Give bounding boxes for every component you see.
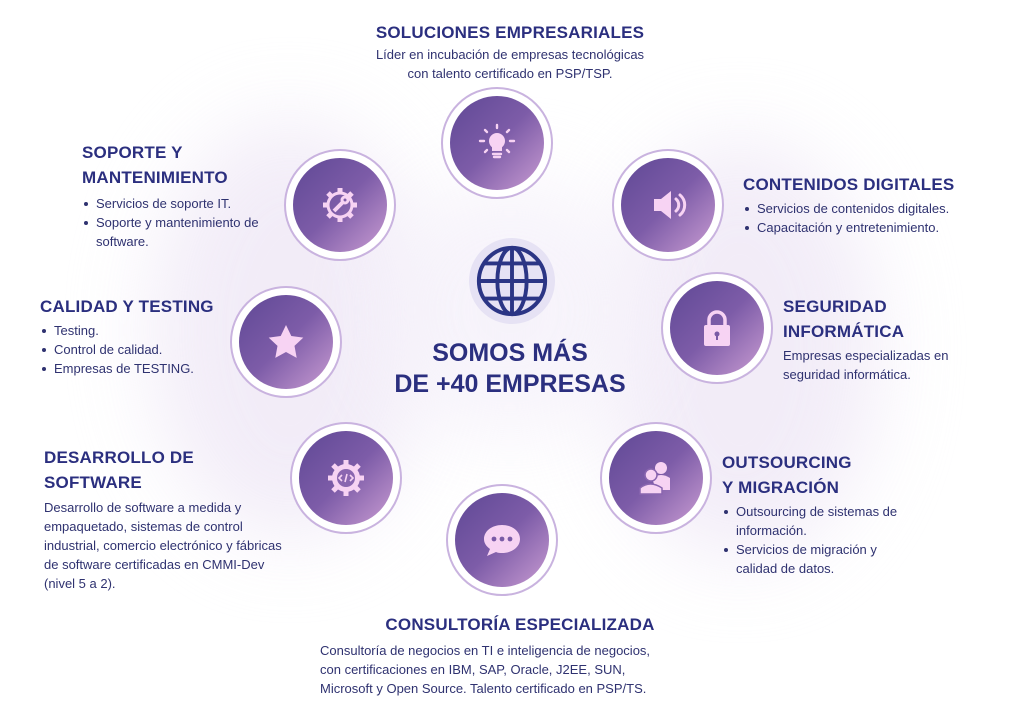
block-consultoria: CONSULTORÍA ESPECIALIZADA Consultoría de… [320,612,720,698]
node-seguridad [661,272,773,384]
soluciones-text: Líder en incubación de empresas tecnológ… [375,47,645,62]
soluciones-title: SOLUCIONES EMPRESARIALES [375,23,645,42]
desarrollo-text: Desarrollo de software a medida y empaqu… [44,500,282,591]
consultoria-text: Consultoría de negocios en TI e intelige… [320,643,651,658]
consultoria-title: CONSULTORÍA ESPECIALIZADA [385,615,655,634]
node-soluciones [441,87,553,199]
list-item: Control de calidad. [40,340,240,359]
list-item: Servicios de contenidos digitales. [743,199,1003,218]
lock-icon [704,310,730,346]
consultoria-text: Microsoft y Open Source. Talento certifi… [320,681,647,696]
node-consultoria [446,484,558,596]
list-item: Servicios de soporte IT. [82,194,272,213]
node-outsourcing [600,422,712,534]
chat-bubble-icon [484,525,520,556]
globe-icon [469,238,555,324]
node-contenidos [612,149,724,261]
list-item: Servicios de migración y calidad de dato… [722,540,912,578]
soluciones-text: con talento certificado en PSP/TSP. [407,66,613,81]
block-contenidos: CONTENIDOS DIGITALES Servicios de conten… [743,172,1003,237]
speaker-icon [654,191,687,219]
gear-code-icon [328,460,364,496]
gear-wrench-icon [323,188,357,222]
contenidos-title: CONTENIDOS DIGITALES [743,175,955,194]
node-desarrollo [290,422,402,534]
list-item: Capacitación y entretenimiento. [743,218,1003,237]
list-item: Testing. [40,321,240,340]
list-item: Outsourcing de sistemas de información. [722,502,912,540]
list-item: Soporte y mantenimiento de software. [82,213,272,251]
calidad-title: CALIDAD Y TESTING [40,297,214,316]
seguridad-text: Empresas especializadas en seguridad inf… [783,348,949,382]
block-calidad: CALIDAD Y TESTING Testing.Control de cal… [40,294,240,378]
node-soporte [284,149,396,261]
star-icon [268,325,304,358]
block-soluciones: SOLUCIONES EMPRESARIALES Líder en incuba… [340,20,680,83]
users-icon [639,462,670,495]
list-item: Empresas de TESTING. [40,359,240,378]
consultoria-text: con certificaciones en IBM, SAP, Oracle,… [320,662,626,677]
lightbulb-icon [478,123,516,159]
node-calidad [230,286,342,398]
